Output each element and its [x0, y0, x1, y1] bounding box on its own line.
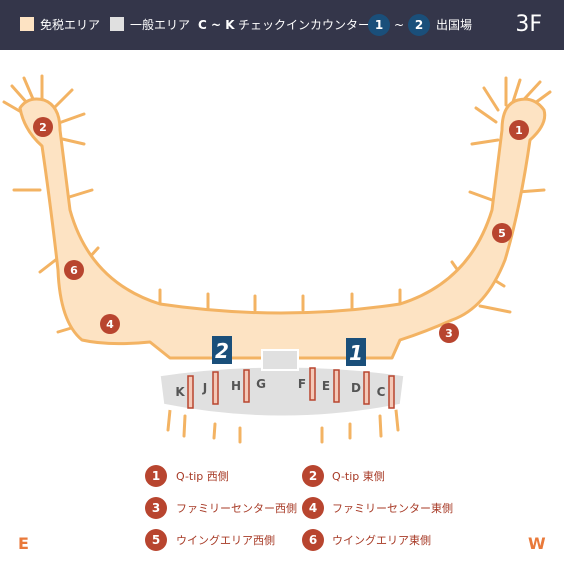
legend-label: ファミリーセンター東側: [332, 502, 453, 515]
map-legend-header: 免税エリア 一般エリア C ~ K チェックインカウンター 1 ~ 2 出国場 …: [0, 0, 564, 50]
counter-label-h: H: [231, 379, 241, 393]
general-area: [155, 362, 409, 421]
legend-label: ファミリーセンター西側: [176, 502, 297, 515]
marker-1: [509, 120, 529, 140]
legend-label: ウイングエリア東側: [332, 534, 431, 547]
general-area-swatch: [110, 17, 124, 31]
counter-label-j: J: [202, 381, 207, 395]
counter-label-e: E: [322, 379, 330, 393]
counter-range-label: C ~ K: [198, 18, 235, 32]
tilde-separator: ~: [394, 18, 405, 32]
marker-6-number: 6: [70, 264, 78, 277]
gate-2-number: 2: [215, 339, 229, 363]
legend-number: 5: [145, 529, 167, 551]
compass-east: E: [18, 534, 29, 553]
duty-free-label: 免税エリア: [40, 18, 101, 32]
counter-bay-d: [363, 371, 370, 405]
marker-2: [33, 117, 53, 137]
legend-label: Q-tip 西側: [176, 470, 229, 483]
compass-west: W: [528, 534, 546, 553]
counter-label-k: K: [175, 385, 185, 399]
marker-3-number: 3: [445, 327, 453, 340]
marker-5: [492, 223, 512, 243]
security-block: [261, 349, 299, 371]
legend-number: 1: [145, 465, 167, 487]
counter-bay-c: [388, 375, 395, 409]
legend-number: 2: [302, 465, 324, 487]
counter-label-c: C: [377, 385, 386, 399]
counter-bay-k: [187, 375, 194, 409]
checkin-counter-label: チェックインカウンター: [238, 18, 371, 32]
gate-number-badge: 1: [368, 14, 390, 36]
marker-4: [100, 314, 120, 334]
marker-5-number: 5: [498, 227, 506, 240]
marker-4-number: 4: [106, 318, 114, 331]
legend-label: Q-tip 東側: [332, 470, 385, 483]
marker-3: [439, 323, 459, 343]
gate-1-badge: [346, 338, 366, 366]
legend-number: 3: [145, 497, 167, 519]
marker-2-number: 2: [39, 121, 47, 134]
duty-free-swatch: [20, 17, 34, 31]
terminal-floor-map: K J H G F E D C 2 1 2 1 5 6 4 3: [2, 74, 552, 444]
counter-bay-f: [309, 367, 316, 401]
legend-label: ウイングエリア西側: [176, 534, 275, 547]
departure-gates: 2 1: [212, 336, 366, 366]
counter-label-f: F: [298, 377, 306, 391]
legend-number: 6: [302, 529, 324, 551]
counter-label-d: D: [351, 381, 361, 395]
marker-6: [64, 260, 84, 280]
legend-number: 4: [302, 497, 324, 519]
gate-2-badge: [212, 336, 232, 364]
general-area-label: 一般エリア: [130, 18, 191, 32]
gate-1-number: 1: [349, 341, 363, 365]
marker-1-number: 1: [515, 124, 523, 137]
floor-indicator: 3F: [515, 12, 542, 37]
counter-bay-h: [243, 369, 250, 403]
duty-free-area: [18, 97, 547, 360]
counter-label-g: G: [256, 377, 266, 391]
departure-label: 出国場: [436, 18, 473, 32]
counter-bay-e: [333, 369, 340, 403]
gate-number-badge: 2: [408, 14, 430, 36]
location-markers: 2 1 5 6 4 3: [33, 117, 529, 343]
counter-bay-j: [212, 371, 219, 405]
